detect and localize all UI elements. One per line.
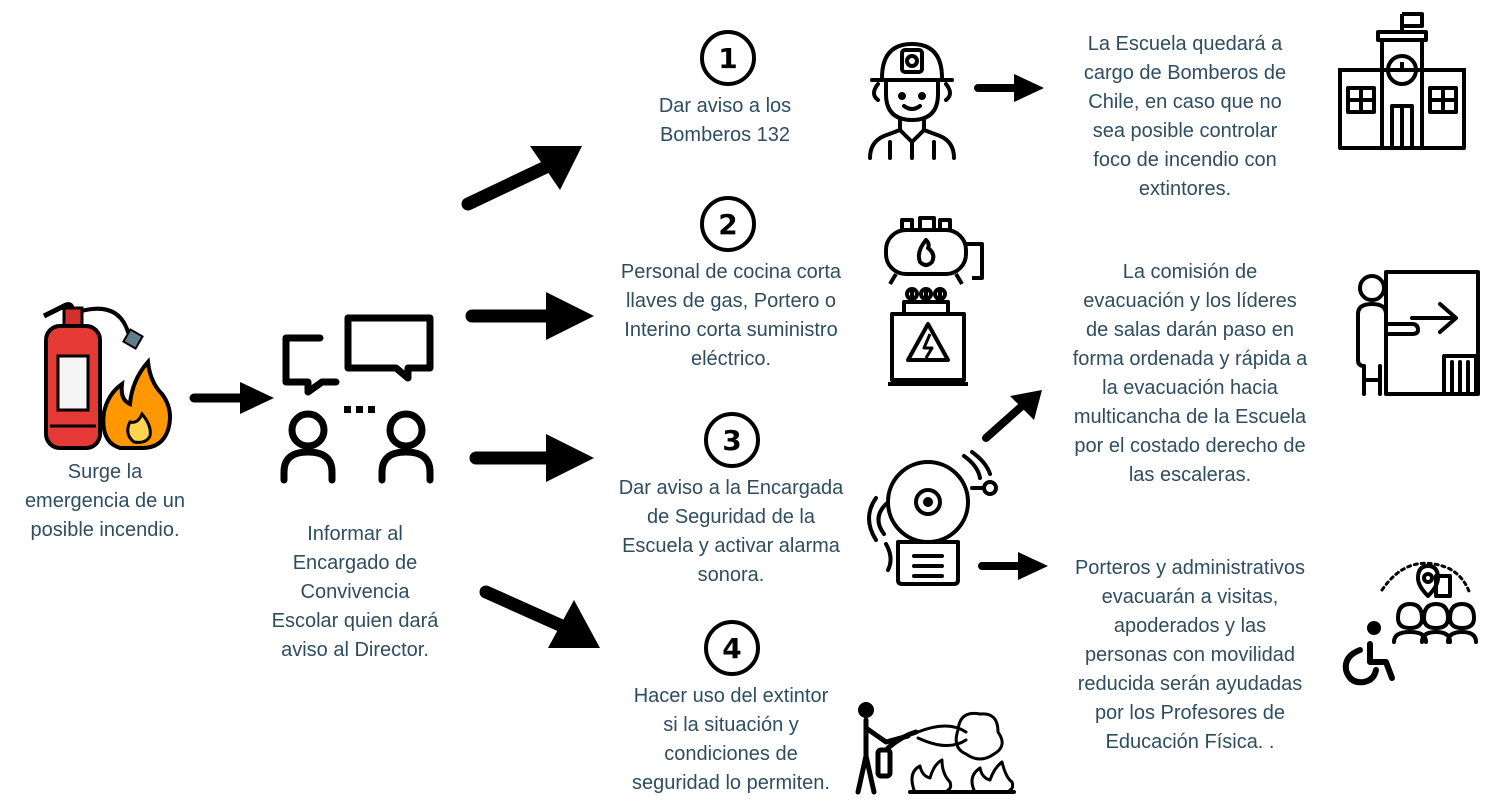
step-3-label: Dar aviso a la Encargada de Seguridad de… — [618, 477, 844, 586]
arrow-to-step-1 — [461, 146, 582, 211]
inform-label: Informar al Encargado de Convivencia Esc… — [271, 523, 439, 661]
arrow-step3-to-outcome3 — [978, 552, 1048, 580]
outcome-2-label: La comisión de evacuación y los líderes … — [1072, 261, 1308, 486]
step-2-number: 2 — [700, 196, 756, 252]
arrow-step3-to-outcome2 — [982, 390, 1042, 442]
step-3-number: 3 — [704, 412, 760, 468]
extinguisher-use-icon — [855, 702, 1016, 795]
arrow-step1-to-outcome1 — [974, 74, 1044, 102]
firefighter-icon — [868, 42, 956, 160]
step-1-label: Dar aviso a los Bomberos 132 — [658, 95, 792, 146]
arrow-to-step-2 — [465, 292, 594, 340]
alarm-bell-icon — [867, 450, 998, 586]
outcome-1-label: La Escuela quedará a cargo de Bomberos d… — [1083, 33, 1287, 200]
extinguisher-fire-icon — [42, 302, 172, 450]
arrow-to-step-3 — [469, 434, 594, 482]
gas-electric-icon — [884, 216, 984, 386]
step-1-number: 1 — [700, 30, 756, 86]
chat-people-icon — [280, 314, 434, 484]
origin-label: Surge la emergencia de un posible incend… — [24, 461, 186, 541]
step-2-label: Personal de cocina corta llaves de gas, … — [620, 261, 842, 370]
arrow-origin-to-inform — [189, 382, 274, 414]
arrow-to-step-4 — [479, 585, 600, 648]
step-4-number: 4 — [704, 620, 760, 676]
school-building-icon — [1338, 12, 1466, 150]
outcome-3-label: Porteros y administrativos evacuarán a v… — [1074, 557, 1306, 753]
accessibility-people-icon — [1342, 561, 1478, 686]
step-4-label: Hacer uso del extintor si la situación y… — [632, 685, 830, 794]
evacuation-exit-icon — [1356, 270, 1480, 396]
